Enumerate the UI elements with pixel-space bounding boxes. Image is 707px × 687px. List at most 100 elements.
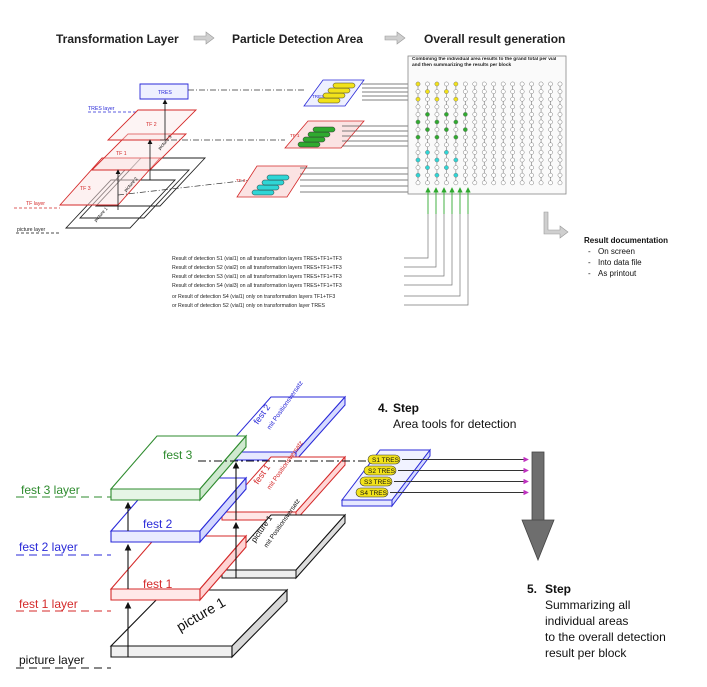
- grid-vial: [415, 180, 421, 186]
- detection-pill: [317, 97, 341, 104]
- tool-pill-shape: [355, 487, 389, 498]
- grid-vial: [462, 104, 468, 110]
- grid-vial: [481, 165, 487, 170]
- tool-pill-label: S4 TRES: [360, 490, 388, 497]
- grid-vial: [453, 127, 459, 132]
- result-line-5: or Result of detection S4 (vial1) only o…: [172, 294, 335, 300]
- tool-pill-shape: [359, 476, 393, 487]
- result-grid: [415, 81, 563, 186]
- grid-vial: [510, 89, 516, 94]
- result-line-2: Result of detection S2 (vial2) on all tr…: [172, 265, 342, 271]
- grid-vial: [510, 127, 516, 132]
- tool-pill-label: S2 TRES: [368, 468, 396, 475]
- grid-vial: [481, 172, 487, 178]
- plate-label-fest1: fest 1: [143, 577, 173, 591]
- grid-vial: [529, 119, 534, 125]
- grid-vial: [444, 172, 449, 178]
- grid-vial: [519, 142, 525, 148]
- grid-vial: [481, 89, 487, 94]
- grid-vial: [529, 81, 534, 87]
- grid-vial: [462, 127, 468, 132]
- grid-vial: [538, 134, 544, 140]
- grid-vial: [415, 172, 421, 178]
- grid-vial: [529, 165, 534, 170]
- grid-vial: [510, 134, 516, 140]
- grid-vial: [538, 150, 544, 155]
- grid-vial: [425, 89, 430, 94]
- grid-vial: [453, 172, 459, 178]
- header-transformation-layer: Transformation Layer: [56, 32, 179, 46]
- grid-vial: [462, 89, 468, 94]
- grid-vial: [425, 134, 430, 140]
- grid-vial: [453, 180, 459, 186]
- grid-vial: [538, 127, 544, 132]
- bottom-label-fest2-layer: fest 2 layer: [19, 540, 78, 554]
- result-grid-note-wrap: Combining the individual area results to…: [412, 57, 556, 68]
- grid-vial: [425, 142, 430, 148]
- grid-vial: [538, 165, 544, 170]
- grid-vial: [529, 172, 534, 178]
- grid-vial: [434, 104, 440, 110]
- grid-vial: [538, 96, 544, 102]
- label-tf3: TF 3: [80, 186, 91, 192]
- plate-fest1: fest 1: [109, 534, 248, 602]
- grid-vial: [481, 96, 487, 102]
- grid-vial: [425, 112, 430, 117]
- grid-vial: [444, 81, 449, 87]
- result-connector: [404, 214, 469, 306]
- detect-label-tf1: TF 1: [290, 133, 300, 138]
- grid-vial: [415, 104, 421, 110]
- grid-vial: [462, 142, 468, 148]
- grid-vial: [462, 150, 468, 155]
- grid-vial: [510, 157, 516, 163]
- grid-vial: [462, 157, 468, 163]
- documentation-item-3: As printout: [598, 269, 637, 278]
- result-connector: [404, 214, 445, 277]
- grid-vial: [510, 112, 516, 117]
- grid-vial: [462, 172, 468, 178]
- grid-vial: [491, 89, 497, 94]
- grid-vial: [529, 96, 534, 102]
- header-arrow-1: [193, 31, 215, 45]
- grid-vial: [548, 89, 553, 94]
- grid-vial: [491, 119, 497, 125]
- green-input-arrows: [425, 187, 471, 214]
- step5-title: Step: [545, 582, 571, 596]
- grid-vial: [434, 142, 440, 148]
- grid-vial: [529, 134, 534, 140]
- step5-line-4: result per block: [545, 646, 627, 660]
- step5-number: 5.: [527, 582, 537, 596]
- grid-vial: [519, 119, 525, 125]
- grid-vial: [548, 81, 553, 87]
- result-connector: [404, 214, 437, 268]
- result-line-1: Result of detection S1 (vial1) on all tr…: [172, 256, 342, 262]
- grid-vial: [472, 165, 478, 170]
- area-tool-pill: S1 TRES: [367, 454, 529, 465]
- grid-vial: [453, 150, 459, 155]
- grid-vial: [481, 142, 487, 148]
- grid-vial: [529, 180, 534, 186]
- grid-vial: [529, 127, 534, 132]
- grid-vial: [519, 89, 525, 94]
- grid-vial: [444, 150, 449, 155]
- grid-vial: [529, 104, 534, 110]
- grid-vial: [557, 96, 563, 102]
- grid-vial: [538, 119, 544, 125]
- grid-vial: [500, 157, 506, 163]
- grid-vial: [548, 96, 553, 102]
- grid-vial: [500, 142, 506, 148]
- grid-vial: [500, 172, 506, 178]
- grid-vial: [529, 150, 534, 155]
- grid-vial: [548, 150, 553, 155]
- grid-vial: [472, 157, 478, 163]
- grid-vial: [453, 165, 459, 170]
- grid-vial: [425, 119, 430, 125]
- grid-vial: [519, 112, 525, 117]
- grid-vial: [444, 157, 449, 163]
- grid-vial: [557, 165, 563, 170]
- grid-vial: [444, 127, 449, 132]
- grid-vial: [538, 157, 544, 163]
- grid-vial: [415, 157, 421, 163]
- grid-vial: [557, 172, 563, 178]
